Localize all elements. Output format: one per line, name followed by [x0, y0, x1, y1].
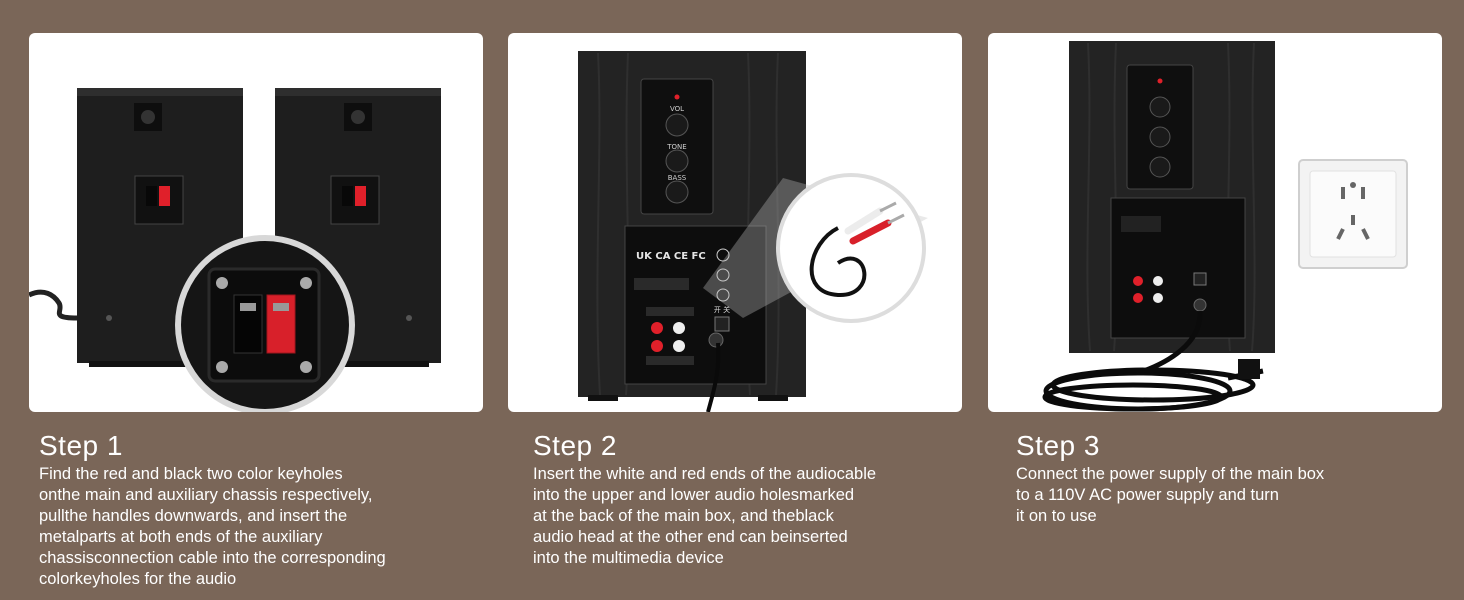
vol-knob — [1149, 96, 1171, 118]
main-box-rca-illustration: VOL TONE BASS UK CA CE FC 开 关 — [578, 51, 928, 412]
bass-knob — [665, 180, 689, 204]
tone-knob — [1149, 126, 1171, 148]
cert-marks: UK CA CE FC — [636, 251, 706, 262]
speaker-cable — [29, 289, 78, 321]
step1-text: Find the red and black two color keyhole… — [39, 465, 386, 588]
rca-cable-zoom-circle — [776, 173, 926, 323]
knob-label-bass: BASS — [668, 174, 687, 182]
step3-title: Step 3 — [1016, 430, 1100, 461]
step1-image-card — [29, 33, 483, 412]
step2-block: Step 2 Insert the white and red ends of … — [533, 430, 953, 569]
switch-label: 开 关 — [714, 305, 730, 314]
step2-title: Step 2 — [533, 430, 617, 461]
knob-label-vol: VOL — [670, 105, 684, 113]
main-box-power-illustration — [1042, 41, 1408, 412]
step1-block: Step 1 Find the red and black two color … — [39, 430, 459, 590]
power-led — [674, 94, 680, 100]
step3-block: Step 3 Connect the power supply of the m… — [1016, 430, 1436, 527]
knob-label-tone: TONE — [666, 143, 686, 151]
speakers-rear-illustration — [29, 88, 441, 412]
bass-knob — [1149, 156, 1171, 178]
step2-text: Insert the white and red ends of the aud… — [533, 465, 877, 567]
tone-knob — [665, 149, 689, 173]
vol-knob — [665, 113, 689, 137]
step1-title: Step 1 — [39, 430, 123, 461]
control-panel — [640, 78, 714, 215]
power-led — [1157, 78, 1163, 84]
rca-cable — [809, 226, 867, 298]
power-switch — [714, 316, 730, 332]
step3-image-card — [988, 33, 1442, 412]
step2-image-card: VOL TONE BASS UK CA CE FC 开 关 — [508, 33, 962, 412]
step3-text: Connect the power supply of the main box… — [1016, 465, 1325, 525]
power-switch — [1193, 272, 1207, 286]
